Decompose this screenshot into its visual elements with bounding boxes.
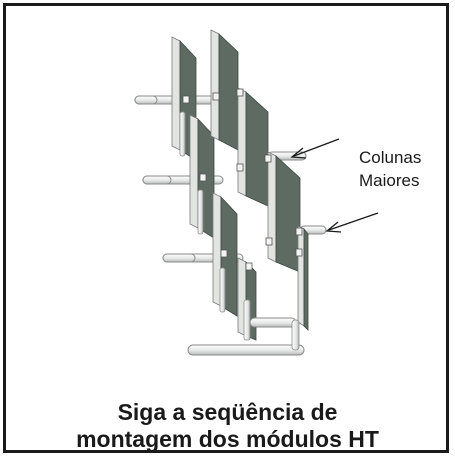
callout-label-line2: Maiores (359, 171, 420, 190)
callout-label-line1: Colunas (359, 148, 422, 167)
caption-line1: Siga a seqüência de (117, 399, 338, 425)
left-tube-ends (134, 95, 196, 263)
left-posts (179, 111, 251, 341)
callout-arrow-upper (290, 138, 340, 159)
right-panel-2 (237, 87, 269, 207)
right-panel-4 (297, 225, 309, 331)
connectors (182, 88, 303, 271)
caption-line2: montagem dos módulos HT (76, 426, 379, 452)
callout-arrow-lower (325, 212, 379, 233)
right-panel-3 (267, 151, 301, 273)
right-panel-1 (210, 29, 239, 151)
bottom-tube (187, 317, 305, 356)
